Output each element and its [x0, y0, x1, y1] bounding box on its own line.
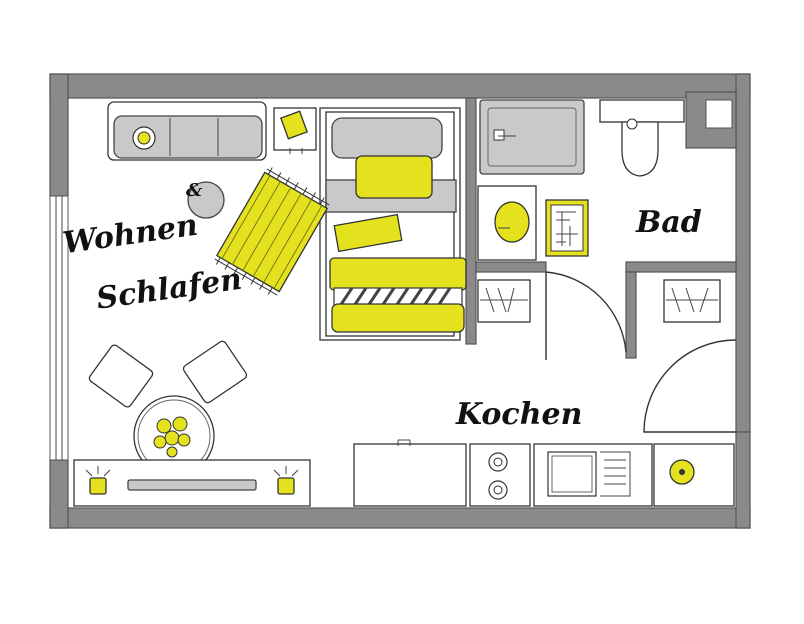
door-entrance [643, 339, 737, 433]
wall-corridor-divider [625, 271, 637, 359]
wall-bath-left [465, 97, 477, 345]
bed [319, 107, 467, 341]
label-wohnen: Wohnen [61, 208, 200, 262]
label-kochen: Kochen [455, 397, 582, 432]
wall-bath-bottom-b [625, 261, 737, 273]
toilet-icon [621, 121, 659, 177]
rug-body [215, 171, 329, 293]
label-amp: & [186, 180, 203, 201]
hall-cabinet-right [663, 279, 721, 323]
window-left [49, 195, 69, 461]
sofa [107, 101, 267, 161]
kitchen-sink-icon [547, 451, 597, 497]
pillow-grey [331, 117, 443, 159]
wall-bottom [49, 507, 751, 529]
outer-walls [49, 73, 751, 529]
lamp-right-icon [277, 477, 295, 495]
chair-right [182, 340, 248, 404]
toilet-tank [599, 99, 685, 123]
shaft-opening [705, 99, 733, 129]
shower-tray [479, 99, 585, 175]
burner-icon [488, 480, 508, 500]
shower-drain-icon [493, 129, 505, 141]
wall-bath-bottom-a [475, 261, 547, 273]
label-bad: Bad [635, 205, 702, 240]
flower-cushion-icon [137, 131, 151, 145]
kitchen [353, 439, 735, 507]
wall-left-lower [49, 459, 69, 529]
cushion-yellow [333, 213, 403, 253]
door-bath [545, 271, 627, 360]
bath-sink-icon [494, 201, 530, 243]
pillow-yellow [355, 155, 433, 199]
interior-walls [465, 97, 737, 359]
dining-set [88, 340, 248, 477]
round-stool [187, 181, 225, 219]
lamp-left-icon [89, 477, 107, 495]
burner-icon [488, 452, 508, 472]
wall-top [49, 73, 751, 99]
label-schlafen: Schlafen [94, 262, 244, 317]
duvet-yellow [329, 257, 467, 291]
bathroom [477, 99, 685, 261]
hall-cabinet-left [477, 279, 531, 323]
chair-left [88, 344, 154, 408]
sideboard [73, 459, 311, 507]
wall-right-upper [735, 73, 751, 433]
rug [214, 167, 330, 296]
sofa-seat [113, 115, 263, 159]
doors [545, 271, 737, 433]
book-icon [280, 110, 308, 140]
fridge [353, 443, 467, 507]
nightstand [273, 107, 317, 154]
flower-bouquet-icon [153, 416, 191, 458]
sideboard-tray [127, 479, 257, 491]
duvet-end [331, 303, 465, 333]
wall-left-upper [49, 73, 69, 197]
hall-storage [477, 279, 721, 323]
wall-right-lower [735, 431, 751, 529]
